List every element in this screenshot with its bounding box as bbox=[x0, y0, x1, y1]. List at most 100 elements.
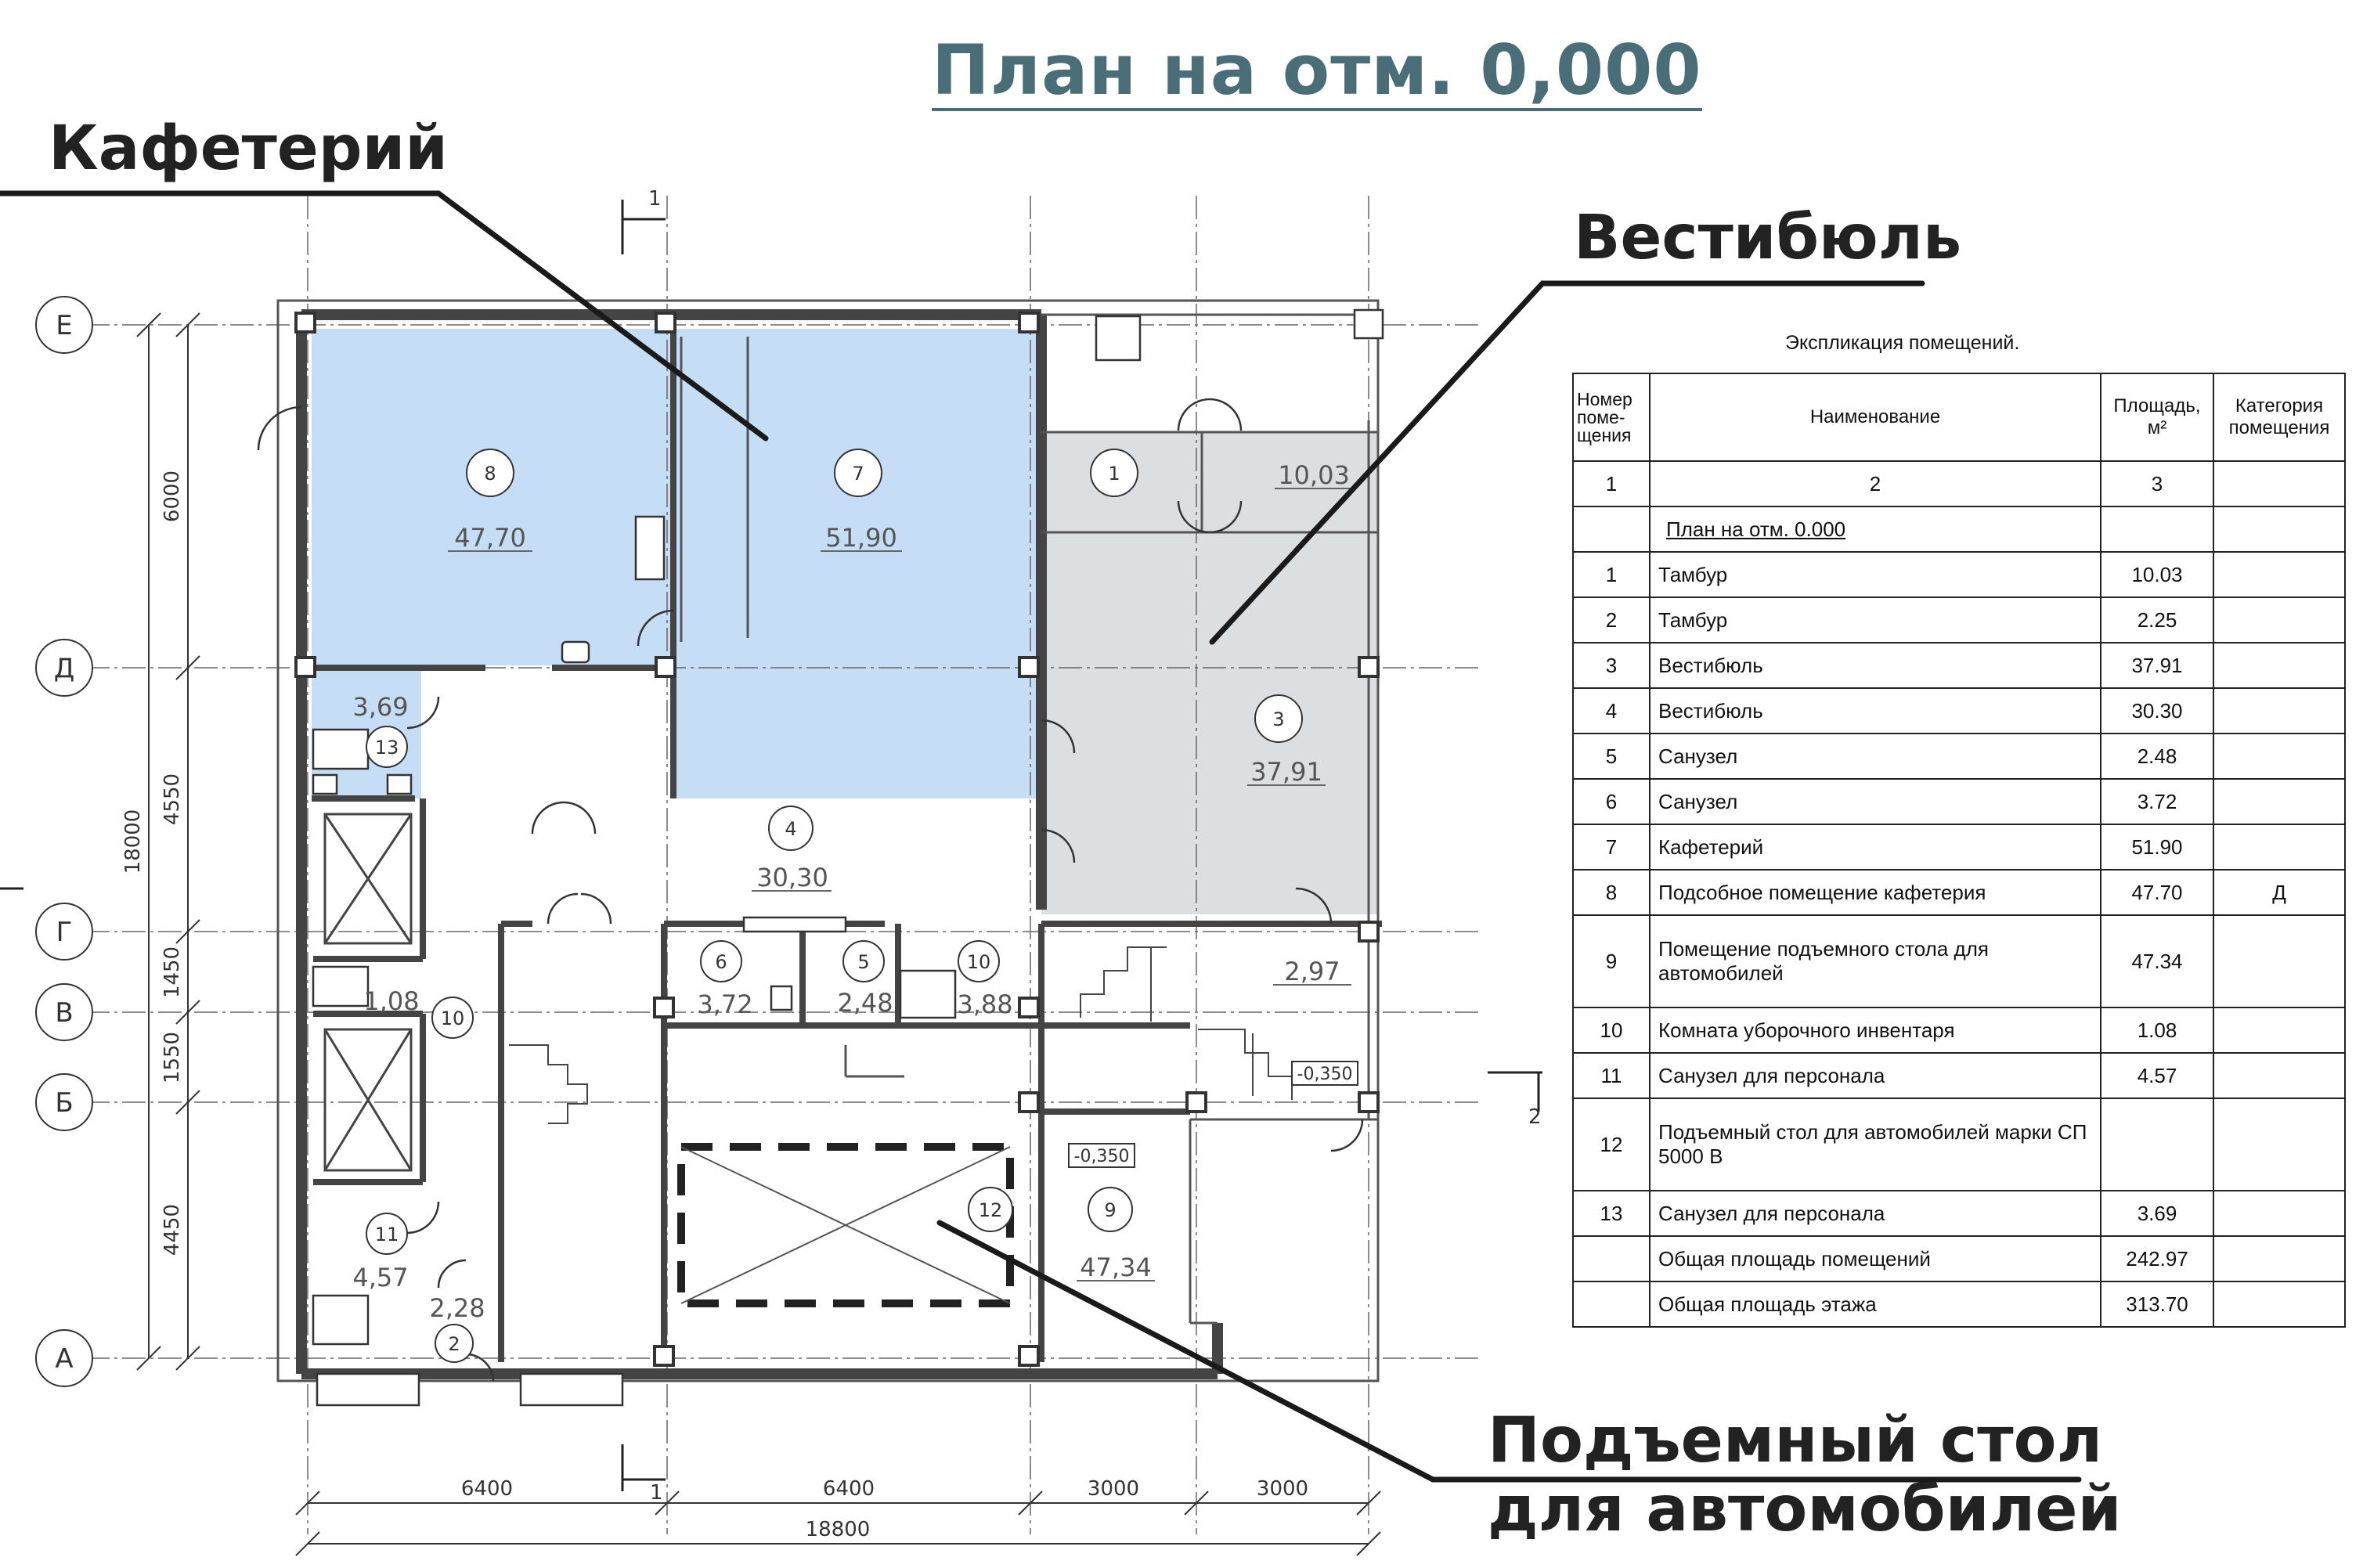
header-category: Категория помещения bbox=[2213, 373, 2346, 462]
table-cell-cat bbox=[2213, 597, 2346, 643]
room-area-6: 3,72 bbox=[697, 989, 752, 1019]
table-cell-cat: Д bbox=[2213, 869, 2346, 916]
room-number-7: 7 bbox=[852, 463, 864, 485]
room-number-8: 8 bbox=[484, 463, 496, 485]
table-cell-area: 2.48 bbox=[2100, 733, 2214, 780]
table-cell-num: 12 bbox=[1572, 1098, 1650, 1191]
table-cell-cat bbox=[2213, 1098, 2346, 1191]
room-area-13: 3,69 bbox=[352, 692, 408, 722]
axis-label-A: А bbox=[55, 1343, 73, 1375]
header-number: Номер поме-щения bbox=[1572, 373, 1650, 462]
table-cell-num: 9 bbox=[1572, 914, 1650, 1008]
table-cell-area: 313.70 bbox=[2100, 1281, 2214, 1328]
axis-label-E: Е bbox=[56, 310, 72, 341]
axis-label-V: В bbox=[55, 997, 73, 1029]
table-cell-name: Кафетерий bbox=[1649, 824, 2101, 871]
table-cell-cat bbox=[2213, 778, 2346, 825]
table-cell-num: 1 bbox=[1572, 551, 1650, 598]
dim-left-5: 4450 bbox=[161, 1204, 184, 1256]
section-mark-2-right: 2 bbox=[1528, 1105, 1542, 1129]
table-index-row: 1 2 3 bbox=[1572, 460, 2346, 507]
room-number-4: 4 bbox=[785, 818, 796, 840]
room-area-10b: 1,08 bbox=[363, 986, 419, 1016]
table-cell-cat bbox=[2213, 1190, 2346, 1237]
callout-lobby: Вестибюль bbox=[1574, 203, 1962, 273]
table-title: Экспликация помещений. bbox=[1785, 332, 2020, 354]
axis-label-B: Б bbox=[55, 1087, 73, 1119]
section-mark-1-bottom: 1 bbox=[650, 1481, 663, 1505]
index-col-3: 3 bbox=[2100, 460, 2214, 507]
table-cell-num: 5 bbox=[1572, 733, 1650, 780]
table-cell-cat bbox=[2213, 824, 2346, 871]
callout-car-lift-line1: Подъемный стол bbox=[1488, 1404, 2103, 1476]
room-area-4: 30,30 bbox=[756, 863, 828, 892]
level-marks bbox=[1068, 1061, 1358, 1168]
axis-label-D: Д bbox=[54, 653, 75, 684]
table-subtitle-row: План на отм. 0.000 bbox=[1572, 506, 2346, 553]
room-number-10a: 10 bbox=[967, 951, 991, 973]
table-cell-area: 10.03 bbox=[2100, 551, 2214, 598]
table-cell-num: 3 bbox=[1572, 642, 1650, 689]
table-cell-area: 2.25 bbox=[2100, 597, 2214, 643]
dim-left-3: 1450 bbox=[161, 946, 184, 998]
table-cell-num: 13 bbox=[1572, 1190, 1650, 1237]
room-area-10a: 3,88 bbox=[957, 989, 1012, 1019]
table-cell-num: 10 bbox=[1572, 1007, 1650, 1054]
dim-bottom-1: 6400 bbox=[461, 1477, 513, 1501]
table-cell-area: 37.91 bbox=[2100, 642, 2214, 689]
callout-car-lift-line2: для автомобилей bbox=[1488, 1472, 2122, 1545]
room-number-2: 2 bbox=[448, 1333, 460, 1355]
room-area-2: 2,28 bbox=[429, 1293, 485, 1323]
table-cell-num: 11 bbox=[1572, 1052, 1650, 1099]
table-cell-name: Санузел bbox=[1649, 733, 2101, 780]
table-cell-num: 6 bbox=[1572, 778, 1650, 825]
room-number-9: 9 bbox=[1104, 1199, 1116, 1221]
axis-bubbles bbox=[35, 296, 93, 1387]
room-area-9: 47,34 bbox=[1080, 1253, 1152, 1282]
table-cell-name: Подсобное помещение кафетерия bbox=[1649, 869, 2101, 916]
table-cell-cat bbox=[2213, 1052, 2346, 1099]
room-area-3: 37,91 bbox=[1250, 757, 1322, 787]
dim-bottom-total: 18800 bbox=[806, 1518, 871, 1541]
room-area-5: 2,48 bbox=[837, 988, 893, 1018]
index-col-4 bbox=[2213, 460, 2346, 507]
table-cell-area: 51.90 bbox=[2100, 824, 2214, 871]
callout-car-lift: Подъемный стол для автомобилей bbox=[1488, 1406, 2122, 1544]
room-area-8: 47,70 bbox=[454, 523, 526, 553]
left-dimension-chain bbox=[136, 312, 200, 1371]
dim-bottom-3: 3000 bbox=[1088, 1477, 1139, 1501]
table-subtitle: План на отм. 0.000 bbox=[1666, 517, 1846, 541]
dim-bottom-2: 6400 bbox=[823, 1477, 875, 1501]
table-cell-area: 1.08 bbox=[2100, 1007, 2214, 1054]
level-mark-2: -0,350 bbox=[1074, 1147, 1130, 1166]
level-mark-1: -0,350 bbox=[1297, 1065, 1353, 1084]
room-number-3: 3 bbox=[1272, 708, 1284, 730]
section-marks bbox=[0, 200, 1542, 1491]
room-number-12: 12 bbox=[979, 1199, 1003, 1221]
area-underlines bbox=[448, 488, 1353, 1281]
partitions bbox=[680, 337, 1378, 1323]
table-cell-cat bbox=[2213, 1281, 2346, 1328]
table-cell-area: 242.97 bbox=[2100, 1235, 2214, 1282]
interior-walls bbox=[312, 315, 1382, 1362]
table-cell-name: Тамбур bbox=[1649, 597, 2101, 643]
table-cell-num: 2 bbox=[1572, 597, 1650, 643]
table-cell-cat bbox=[2213, 1235, 2346, 1282]
table-cell-num bbox=[1572, 1235, 1650, 1282]
table-cell-area: 3.69 bbox=[2100, 1190, 2214, 1237]
table-cell-area: 4.57 bbox=[2100, 1052, 2214, 1099]
room-area-7: 51,90 bbox=[825, 523, 897, 553]
section-mark-1-top: 1 bbox=[648, 187, 662, 211]
room-number-5: 5 bbox=[857, 951, 869, 973]
